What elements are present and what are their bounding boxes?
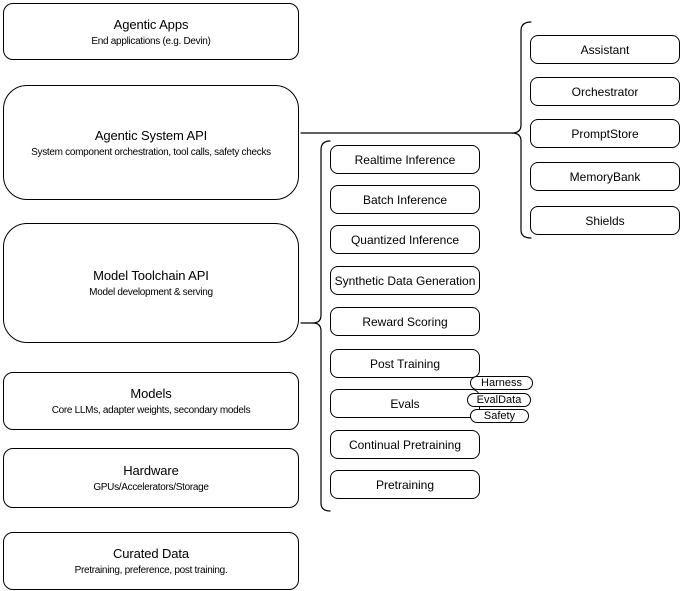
node-model-toolchain-api: Model Toolchain API Model development & … bbox=[3, 223, 299, 343]
tag-evaldata: EvalData bbox=[467, 393, 531, 407]
node-evals: Evals bbox=[330, 389, 480, 418]
node-continual-pretraining: Continual Pretraining bbox=[330, 430, 480, 459]
node-reward-scoring: Reward Scoring bbox=[330, 307, 480, 336]
node-post-training: Post Training bbox=[330, 349, 480, 378]
node-orchestrator: Orchestrator bbox=[530, 77, 680, 106]
brace-system-group bbox=[511, 21, 532, 239]
node-title: Curated Data bbox=[112, 546, 190, 561]
node-agentic-apps: Agentic Apps End applications (e.g. Devi… bbox=[3, 3, 299, 60]
node-subtitle: Pretraining, preference, post training. bbox=[74, 565, 228, 576]
node-hardware: Hardware GPUs/Accelerators/Storage bbox=[3, 448, 299, 508]
node-title: Agentic Apps bbox=[113, 16, 189, 32]
node-assistant: Assistant bbox=[530, 35, 680, 64]
node-subtitle: Core LLMs, adapter weights, secondary mo… bbox=[51, 405, 251, 416]
node-subtitle: GPUs/Accelerators/Storage bbox=[93, 482, 209, 493]
node-title: Agentic System API bbox=[94, 127, 208, 143]
node-shields: Shields bbox=[530, 206, 680, 235]
node-agentic-system-api: Agentic System API System component orch… bbox=[3, 85, 299, 200]
node-promptstore: PromptStore bbox=[530, 119, 680, 148]
node-memorybank: MemoryBank bbox=[530, 162, 680, 191]
node-subtitle: System component orchestration, tool cal… bbox=[31, 146, 271, 158]
node-subtitle: Model development & serving bbox=[89, 287, 213, 298]
node-title: Models bbox=[130, 386, 172, 401]
node-pretraining: Pretraining bbox=[330, 470, 480, 499]
node-models: Models Core LLMs, adapter weights, secon… bbox=[3, 372, 299, 430]
node-realtime-inference: Realtime Inference bbox=[330, 145, 480, 174]
node-batch-inference: Batch Inference bbox=[330, 185, 480, 214]
node-subtitle: End applications (e.g. Devin) bbox=[91, 35, 211, 47]
node-quantized-inference: Quantized Inference bbox=[330, 225, 480, 254]
node-title: Model Toolchain API bbox=[93, 268, 209, 283]
tag-harness: Harness bbox=[470, 376, 533, 390]
brace-toolchain-group bbox=[312, 140, 331, 512]
tag-safety: Safety bbox=[470, 409, 529, 423]
node-curated-data: Curated Data Pretraining, preference, po… bbox=[3, 532, 299, 590]
node-title: Hardware bbox=[123, 463, 179, 478]
node-synthetic-data-generation: Synthetic Data Generation bbox=[330, 266, 480, 295]
